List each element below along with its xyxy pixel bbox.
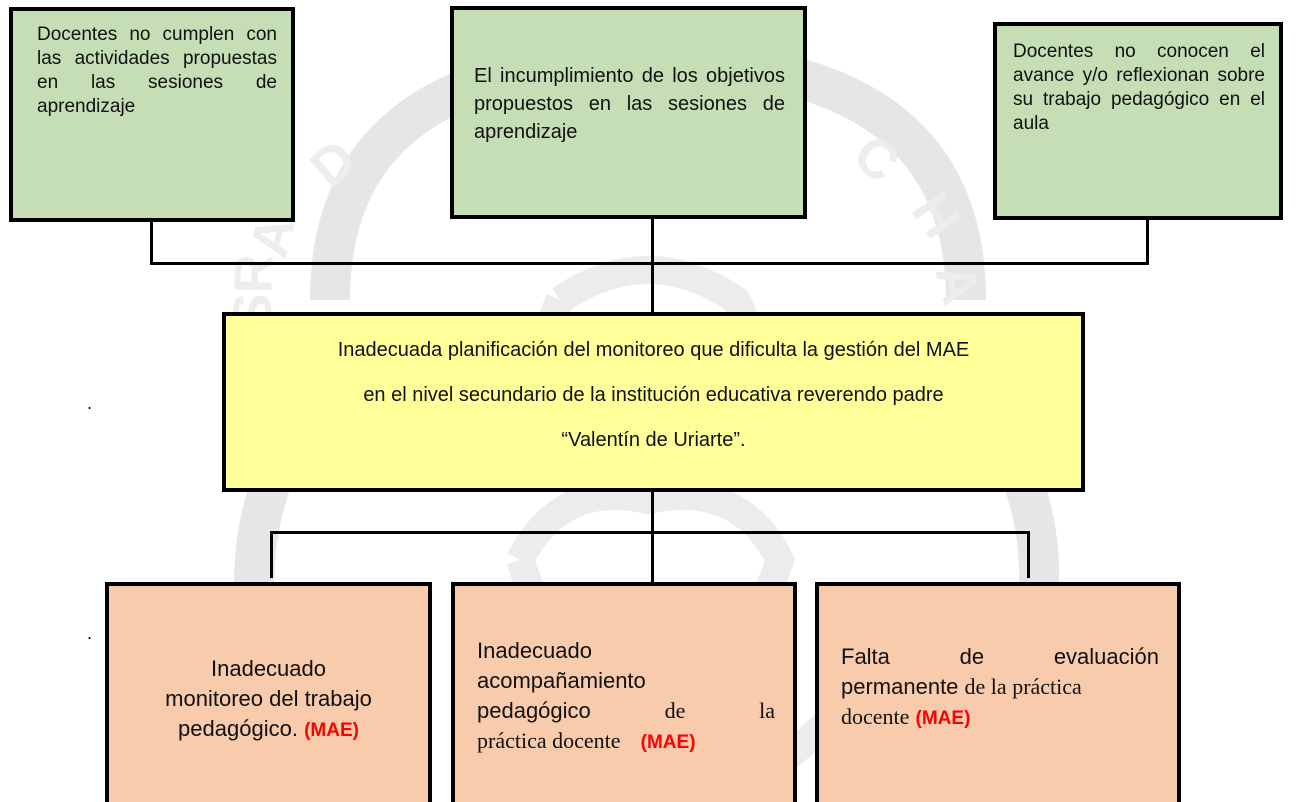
svg-text:H: H: [900, 182, 972, 248]
connector-effects-bar: [270, 531, 1030, 534]
connector-effect-3: [1027, 531, 1030, 578]
connector-causes-bar: [150, 262, 1149, 265]
effect-3-text-docente: docente: [841, 704, 910, 729]
problem-line-3: “Valentín de Uriarte”.: [561, 429, 746, 451]
cause-box-1: Docentes no cumplen con las actividades …: [9, 7, 295, 222]
effect-2-mae-tag: (MAE): [640, 732, 696, 753]
effect-1-text: pedagógico.: [178, 716, 298, 741]
cause-text-2: El incumplimiento de los objetivos propu…: [474, 65, 785, 143]
effect-2-word-pedagogico: pedagógico: [477, 698, 591, 723]
connector-cause-3: [1146, 220, 1149, 265]
effect-2-text: práctica docente: [477, 728, 621, 753]
effect-3-word-de: de: [959, 644, 985, 669]
effect-3-word-permanente: permanente: [841, 674, 959, 699]
connector-cause-2: [651, 219, 654, 312]
effect-3-line-3: docente (MAE): [841, 702, 1159, 734]
effect-2-word-la: la: [759, 698, 775, 723]
central-problem-box: Inadecuada planificación del monitoreo q…: [222, 312, 1085, 492]
effect-3-word-falta: Falta: [841, 644, 890, 669]
cause-text-3: Docentes no conocen el avance y/o reflex…: [1013, 41, 1265, 134]
svg-text:D: D: [299, 128, 367, 199]
svg-text:A: A: [923, 258, 991, 311]
effect-3-line-1: Falta de evaluación: [841, 642, 1159, 672]
effect-3-line-2: permanente de la práctica: [841, 672, 1159, 702]
effect-box-1: Inadecuado monitoreo del trabajo pedagóg…: [105, 582, 432, 802]
problem-line-1: Inadecuada planificación del monitoreo q…: [337, 339, 970, 361]
effect-2-line-2: acompañamiento: [477, 668, 646, 693]
margin-dot-1: .: [87, 393, 93, 413]
effect-box-3: Falta de evaluación permanente de la prá…: [815, 582, 1181, 802]
effect-1-line-1: Inadecuado: [211, 656, 326, 681]
margin-dot-2: .: [87, 623, 93, 643]
effect-1-line-3: pedagógico. (MAE): [119, 714, 418, 746]
effect-2-word-de: de: [664, 698, 686, 723]
effect-1-line-2: monitoreo del trabajo: [165, 686, 372, 711]
effect-2-line-3: pedagógico de la: [477, 696, 775, 726]
effect-1-mae-tag: (MAE): [304, 720, 359, 741]
cause-box-3: Docentes no conocen el avance y/o reflex…: [993, 22, 1283, 220]
effect-3-word-evaluacion: evaluación: [1053, 644, 1159, 669]
connector-effect-1: [270, 531, 273, 578]
effect-box-2: Inadecuado acompañamiento pedagógico de …: [451, 582, 797, 802]
effect-2-line-4: práctica docente (MAE): [477, 726, 775, 758]
problem-line-2: en el nivel secundario de la institución…: [363, 384, 944, 406]
cause-box-2: El incumplimiento de los objetivos propu…: [450, 6, 807, 219]
effect-2-line-1: Inadecuado: [477, 638, 592, 663]
connector-cause-1: [150, 220, 153, 265]
effect-3-text-de-la-practica: de la práctica: [964, 674, 1082, 699]
effect-3-mae-tag: (MAE): [915, 708, 971, 729]
connector-problem-down: [651, 488, 654, 583]
svg-text:C: C: [842, 123, 910, 194]
cause-text-1: Docentes no cumplen con las actividades …: [37, 24, 277, 117]
